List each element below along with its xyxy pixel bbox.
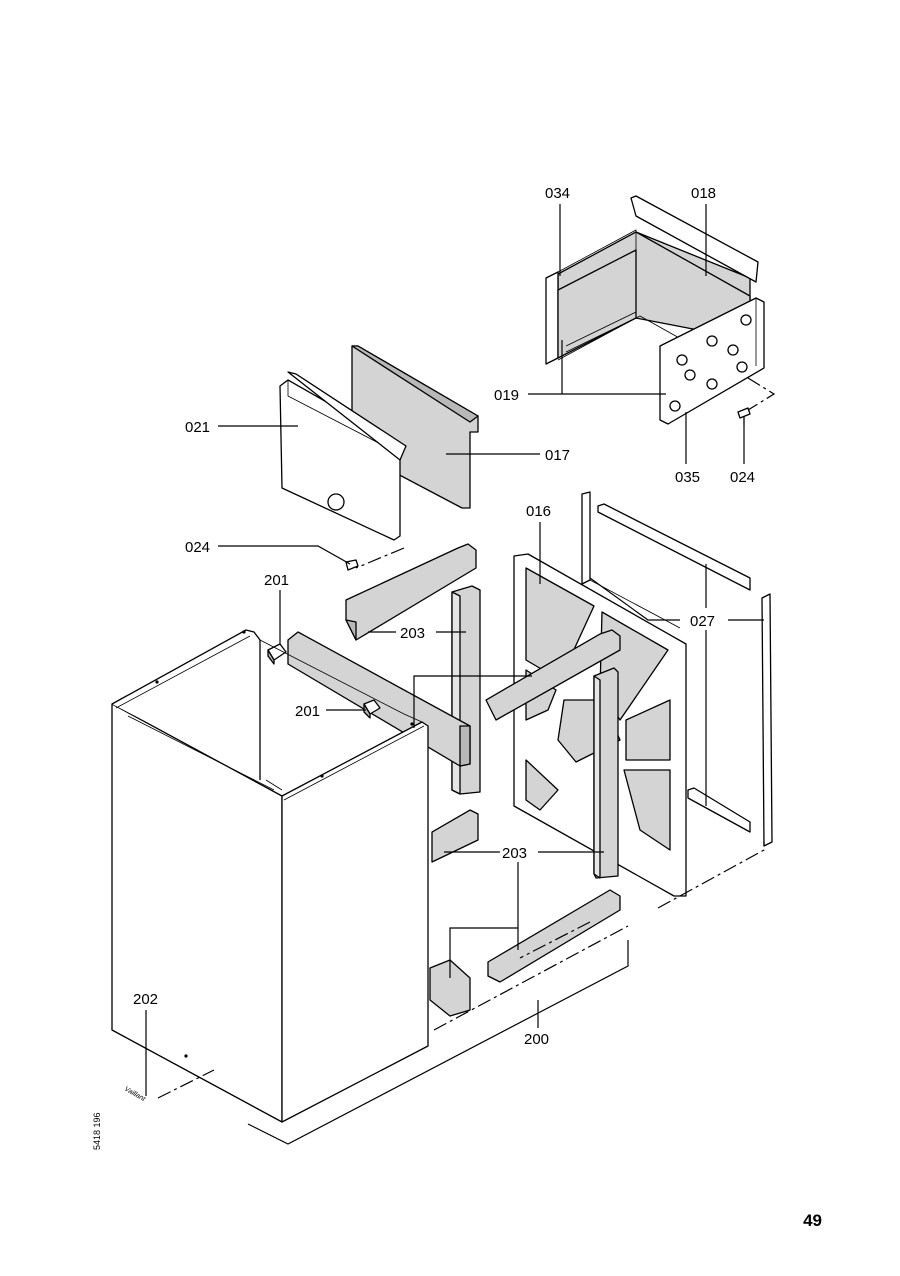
bracket-201-lower (363, 699, 381, 719)
leader-lines (145, 204, 764, 1096)
part-027-strip-right (761, 593, 773, 847)
label-024-left: 024 (185, 539, 210, 556)
plate-hole (327, 493, 345, 511)
label-027: 027 (690, 613, 715, 630)
label-019: 019 (494, 387, 519, 404)
strip-203-lower-left (431, 809, 479, 863)
label-017: 017 (545, 447, 570, 464)
label-034: 034 (545, 185, 570, 202)
part-027-strip-left (581, 491, 591, 585)
vaillant-logo: Vaillant (123, 1086, 147, 1104)
label-016: 016 (526, 503, 551, 520)
label-202: 202 (133, 991, 158, 1008)
bracket-201-upper (267, 643, 287, 665)
assembly-lines (157, 842, 765, 1145)
heat-shield-assembly (279, 345, 479, 571)
part-027-strip-top (597, 503, 751, 591)
rear-panel-assembly (513, 491, 773, 897)
casing-front-face (281, 721, 429, 1123)
part-labels: 034 018 019 035 024 021 017 016 024 201 … (133, 185, 755, 1048)
label-200: 200 (524, 1031, 549, 1048)
label-035: 035 (675, 469, 700, 486)
combustion-chamber-assembly (545, 195, 776, 426)
strip-203-mid (485, 629, 621, 721)
main-casing-202: Vaillant (111, 629, 429, 1123)
strip-203-bottom-right (487, 889, 621, 983)
part-024-screw-left (345, 559, 359, 571)
label-203-lower: 203 (502, 845, 527, 862)
label-201-lower: 201 (295, 703, 320, 720)
label-201-upper: 201 (264, 572, 289, 589)
part-024-screw-right (737, 407, 751, 426)
label-024-right: 024 (730, 469, 755, 486)
label-021: 021 (185, 419, 210, 436)
label-018: 018 (691, 185, 716, 202)
insulation-strips-203 (287, 543, 621, 1017)
part-034-side-frame (545, 271, 559, 365)
top-rail (630, 195, 759, 283)
part-027-strip-bottom (687, 787, 751, 833)
document-code: 5418 196 (92, 1112, 102, 1150)
label-203-upper: 203 (400, 625, 425, 642)
front-plate-holes (669, 314, 752, 412)
svg-text:Vaillant: Vaillant (123, 1086, 147, 1104)
page-number: 49 (803, 1211, 822, 1230)
brackets-201 (267, 643, 381, 719)
strip-203-top-left (345, 543, 477, 641)
